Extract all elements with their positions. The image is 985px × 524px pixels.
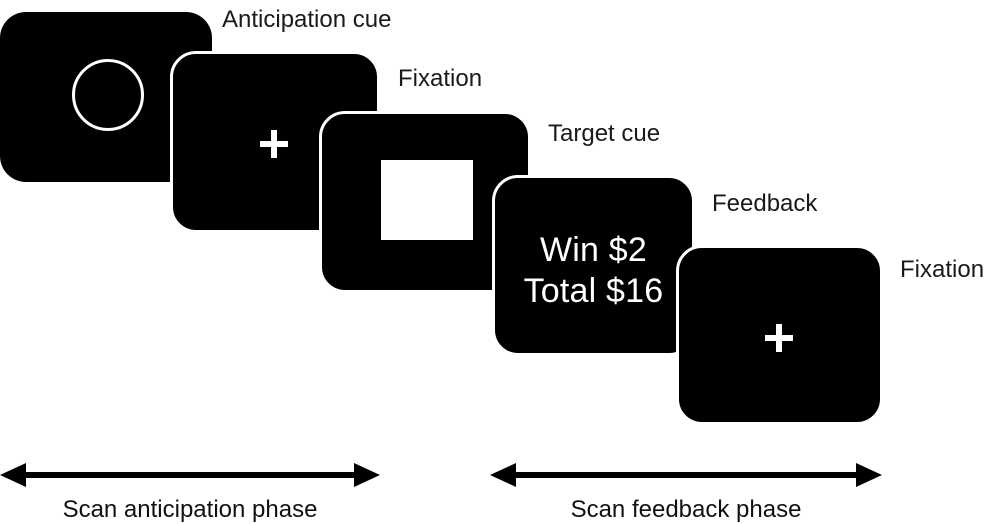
screen-panel-feedback: Win $2 Total $16 [492, 175, 695, 356]
feedback-total-amount-text: Total $16 [523, 272, 664, 310]
scan-feedback-phase-arrow [490, 458, 882, 492]
callout-fixation-1: Fixation [398, 65, 483, 92]
fixation-cross-stimulus-2 [765, 324, 793, 352]
fixation-cross-vertical-bar [776, 324, 782, 352]
fixation-cross-vertical-bar [271, 130, 277, 158]
circle-outline-stimulus [72, 59, 144, 131]
screen-inner-fixation-1 [173, 54, 377, 230]
feedback-win-amount-text: Win $2 [539, 231, 648, 269]
callout-feedback: Feedback [712, 190, 818, 217]
scan-anticipation-phase-arrow [0, 458, 380, 492]
callout-target-cue: Target cue [548, 120, 661, 147]
scan-anticipation-phase-caption: Scan anticipation phase [62, 496, 318, 523]
screen-inner-fixation-2 [679, 248, 880, 422]
screen-inner-target-cue [322, 114, 528, 290]
screen-inner-feedback: Win $2 Total $16 [495, 178, 692, 353]
screen-panel-fixation-2 [676, 245, 883, 425]
callout-anticipation-cue: Anticipation cue [222, 6, 392, 33]
screen-inner-anticipation-cue [0, 12, 212, 182]
white-square-stimulus [381, 160, 473, 240]
callout-fixation-2: Fixation [900, 256, 985, 283]
scan-feedback-phase-caption: Scan feedback phase [570, 496, 802, 523]
fixation-cross-stimulus-1 [260, 130, 288, 158]
